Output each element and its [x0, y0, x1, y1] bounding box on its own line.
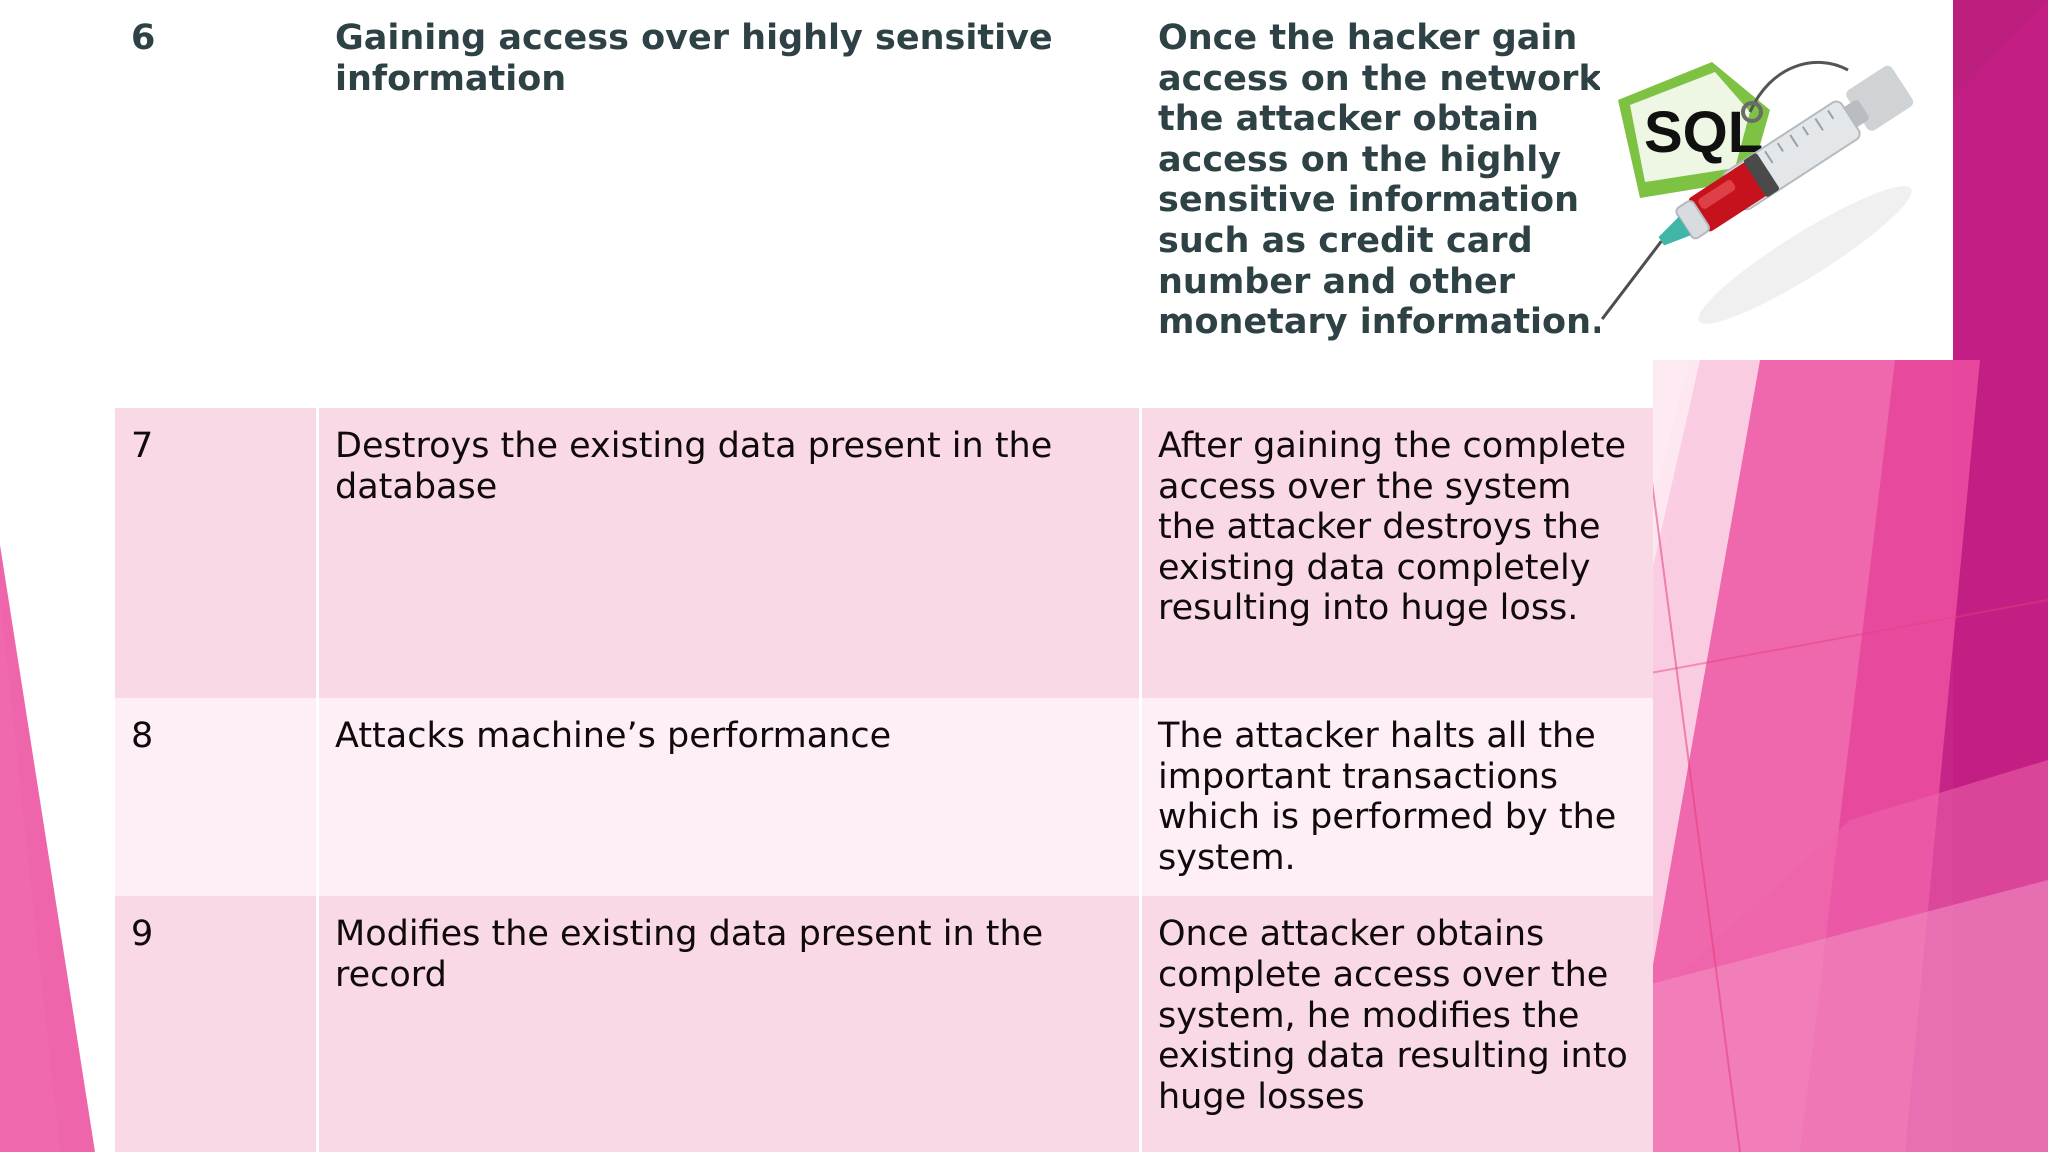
row-description: Once the hacker gain access on the netwo…: [1158, 18, 1616, 343]
table-row: 8 Attacks machine’s performance The atta…: [115, 698, 1653, 897]
row-description-cell: Once the hacker gain access on the netwo…: [1139, 0, 1653, 408]
row-number-cell: 7: [115, 408, 316, 698]
table-row: 6 Gaining access over highly sensitive i…: [115, 0, 1653, 408]
row-number-cell: 8: [115, 698, 316, 897]
row-description-cell: After gaining the complete access over t…: [1139, 408, 1653, 698]
row-description-cell: The attacker halts all the important tra…: [1139, 698, 1653, 897]
row-number: 6: [131, 18, 156, 58]
table-row: 9 Modifies the existing data present in …: [115, 896, 1653, 1152]
row-number-cell: 6: [115, 0, 316, 408]
row-title-cell: Modifies the existing data present in th…: [316, 896, 1139, 1152]
row-title: Modifies the existing data present in th…: [335, 914, 1044, 995]
row-description: Once attacker obtains complete access ov…: [1158, 914, 1628, 1117]
table-row: 7 Destroys the existing data present in …: [115, 408, 1653, 698]
row-title-cell: Attacks machine’s performance: [316, 698, 1139, 897]
row-title-cell: Gaining access over highly sensitive inf…: [316, 0, 1139, 408]
row-title: Attacks machine’s performance: [335, 716, 892, 756]
sql-injection-impacts-table: 6 Gaining access over highly sensitive i…: [115, 0, 1653, 1152]
row-title-cell: Destroys the existing data present in th…: [316, 408, 1139, 698]
row-description: After gaining the complete access over t…: [1158, 426, 1627, 629]
sql-injection-illustration: SQL: [1600, 0, 1953, 360]
row-description: The attacker halts all the important tra…: [1158, 716, 1617, 878]
row-number-cell: 9: [115, 896, 316, 1152]
row-number: 8: [131, 716, 154, 756]
row-number: 9: [131, 914, 154, 955]
row-number: 7: [131, 426, 154, 466]
row-title: Gaining access over highly sensitive inf…: [335, 18, 1053, 99]
row-description-cell: Once attacker obtains complete access ov…: [1139, 896, 1653, 1152]
row-title: Destroys the existing data present in th…: [335, 426, 1053, 507]
